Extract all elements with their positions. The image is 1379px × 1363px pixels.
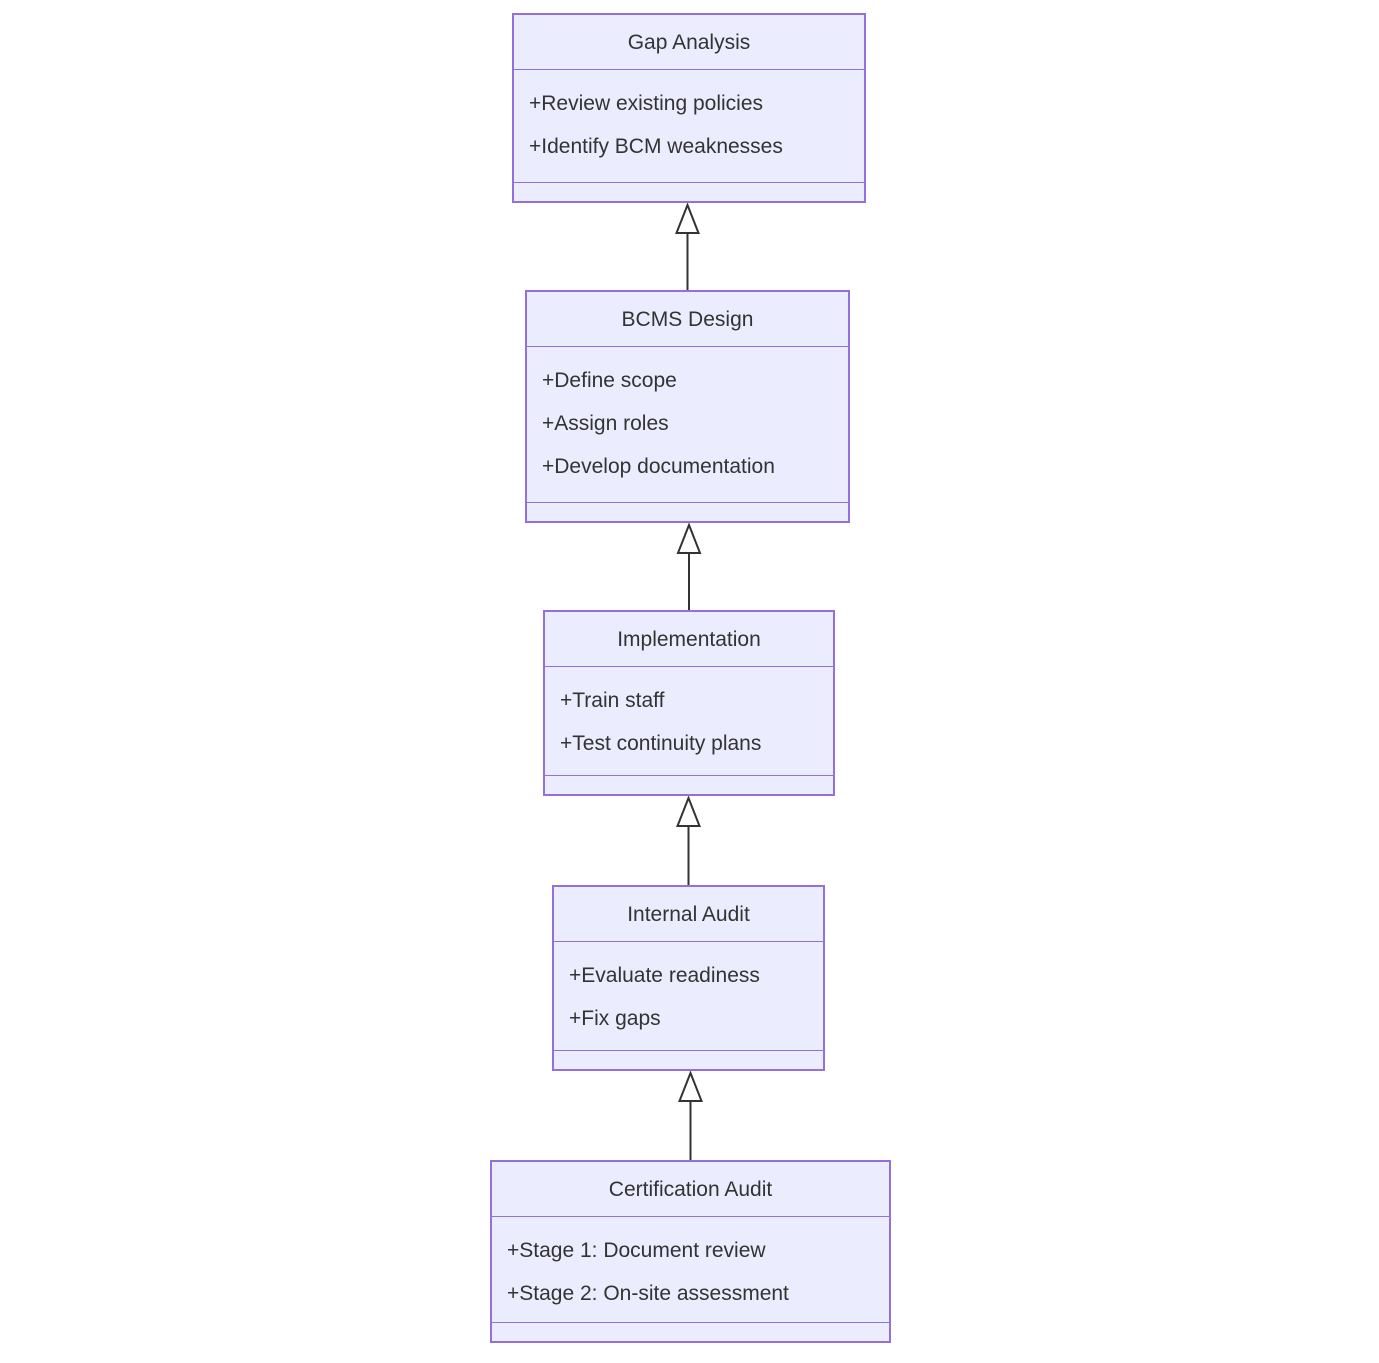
class-title: Internal Audit xyxy=(554,887,823,942)
class-member: +Stage 1: Document review xyxy=(507,1239,766,1262)
class-member: +Review existing policies xyxy=(529,92,764,115)
class-node-bcms-design: BCMS Design+Define scope+Assign roles+De… xyxy=(525,290,850,523)
class-members: +Stage 1: Document review +Stage 2: On-si… xyxy=(492,1217,889,1322)
inheritance-arrowhead-icon xyxy=(678,1070,703,1102)
class-members: +Review existing policies +Identify BCM w… xyxy=(514,70,864,182)
class-member: +Train staff xyxy=(560,689,665,712)
class-member: +Evaluate readiness xyxy=(569,964,760,987)
class-members: +Train staff +Test continuity plans xyxy=(545,667,833,775)
class-footer xyxy=(527,502,848,521)
class-title: Implementation xyxy=(545,612,833,667)
class-members: +Evaluate readiness +Fix gaps xyxy=(554,942,823,1050)
class-member: +Define scope xyxy=(542,369,677,392)
class-node-implementation: Implementation +Train staff +Test continui… xyxy=(543,610,835,796)
class-footer xyxy=(554,1050,823,1069)
class-footer xyxy=(545,775,833,794)
class-members: +Define scope +Assign roles +Develop docum… xyxy=(527,347,848,502)
class-member: +Develop documentation xyxy=(542,455,775,478)
inheritance-arrowhead-icon xyxy=(676,795,701,827)
class-member: +Stage 2: On-site assessment xyxy=(507,1282,789,1305)
class-node-internal-audit: Internal Audit +Evaluate readiness +Fix ga… xyxy=(552,885,825,1071)
inheritance-arrowhead-icon xyxy=(676,522,702,554)
class-member: +Identify BCM weaknesses xyxy=(529,135,783,158)
class-footer xyxy=(492,1322,889,1341)
class-footer xyxy=(514,182,864,201)
class-node-gap-analysis: Gap Analysis +Review existing policies +Id… xyxy=(512,13,866,203)
class-node-certification-audit: Certification Audit+Stage 1: Document re… xyxy=(490,1160,891,1343)
class-title: Certification Audit xyxy=(492,1162,889,1217)
class-member: +Fix gaps xyxy=(569,1007,661,1030)
class-member: +Assign roles xyxy=(542,412,669,435)
inheritance-arrowhead-icon xyxy=(675,202,700,234)
class-member: +Test continuity plans xyxy=(560,732,762,755)
class-title: Gap Analysis xyxy=(514,15,864,70)
class-title: BCMS Design xyxy=(527,292,848,347)
